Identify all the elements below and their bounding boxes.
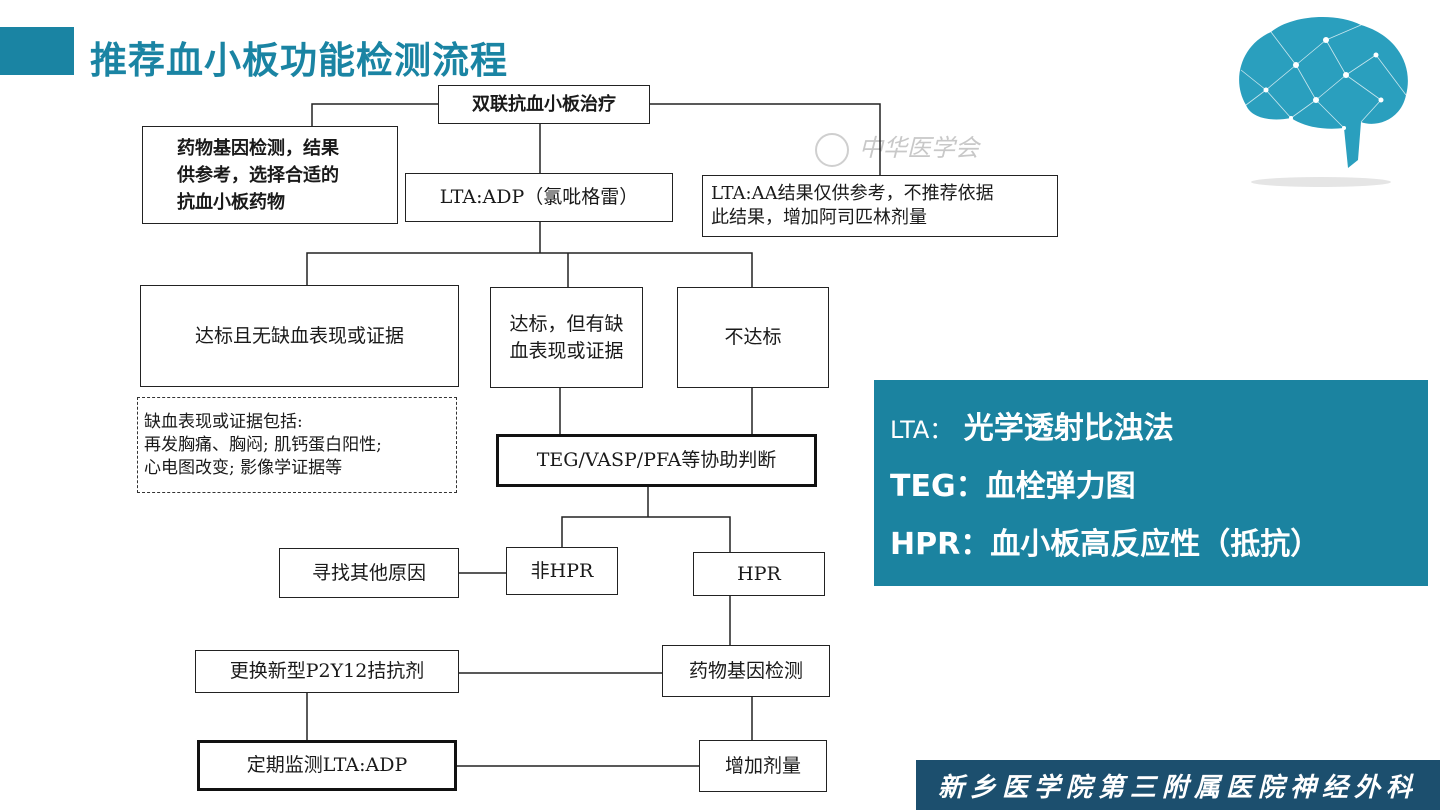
title-accent-bar bbox=[0, 27, 74, 75]
target-with-ischemia-box: 达标，但有缺 血表现或证据 bbox=[490, 287, 643, 388]
hpr-box: HPR bbox=[693, 552, 825, 596]
lta-aa-box: LTA:AA结果仅供参考，不推荐依据 此结果，增加阿司匹林剂量 bbox=[702, 175, 1058, 237]
legend-row-hpr: HPR：血小板高反应性（抵抗） bbox=[890, 527, 1321, 562]
footer-banner: 新乡医学院第三附属医院神经外科 bbox=[916, 760, 1440, 810]
legend-row-lta: LTA： 光学透射比浊法 bbox=[890, 411, 1174, 446]
non-hpr-box: 非HPR bbox=[506, 547, 618, 595]
ischemia-note-box: 缺血表现或证据包括: 再发胸痛、胸闷; 肌钙蛋白阳性; 心电图改变; 影像学证据… bbox=[137, 397, 457, 493]
lta-adp-box: LTA:ADP（氯吡格雷） bbox=[405, 173, 673, 222]
gene-test-box: 药物基因检测 bbox=[662, 645, 830, 697]
increase-dose-box: 增加剂量 bbox=[699, 740, 827, 792]
footer-text: 新乡医学院第三附属医院神经外科 bbox=[937, 772, 1418, 803]
watermark: 中华医学会 bbox=[815, 128, 979, 167]
brain-network-icon bbox=[1239, 16, 1408, 187]
page-title: 推荐血小板功能检测流程 bbox=[90, 39, 508, 82]
other-cause-box: 寻找其他原因 bbox=[279, 548, 459, 598]
switch-p2y12-box: 更换新型P2Y12拮抗剂 bbox=[195, 650, 459, 693]
legend-row-teg: TEG：血栓弹力图 bbox=[890, 469, 1136, 504]
monitor-box: 定期监测LTA:ADP bbox=[197, 740, 457, 791]
dual-antiplatelet-box: 双联抗血小板治疗 bbox=[438, 85, 650, 124]
target-no-ischemia-box: 达标且无缺血表现或证据 bbox=[140, 285, 459, 387]
abbreviation-legend: LTA： 光学透射比浊法 TEG：血栓弹力图 HPR：血小板高反应性（抵抗） bbox=[874, 380, 1428, 586]
not-target-box: 不达标 bbox=[677, 287, 829, 388]
seal-icon bbox=[815, 132, 849, 167]
gene-test-advice-box: 药物基因检测，结果 供参考，选择合适的 抗血小板药物 bbox=[142, 126, 398, 224]
assist-judgement-box: TEG/VASP/PFA等协助判断 bbox=[496, 434, 817, 487]
